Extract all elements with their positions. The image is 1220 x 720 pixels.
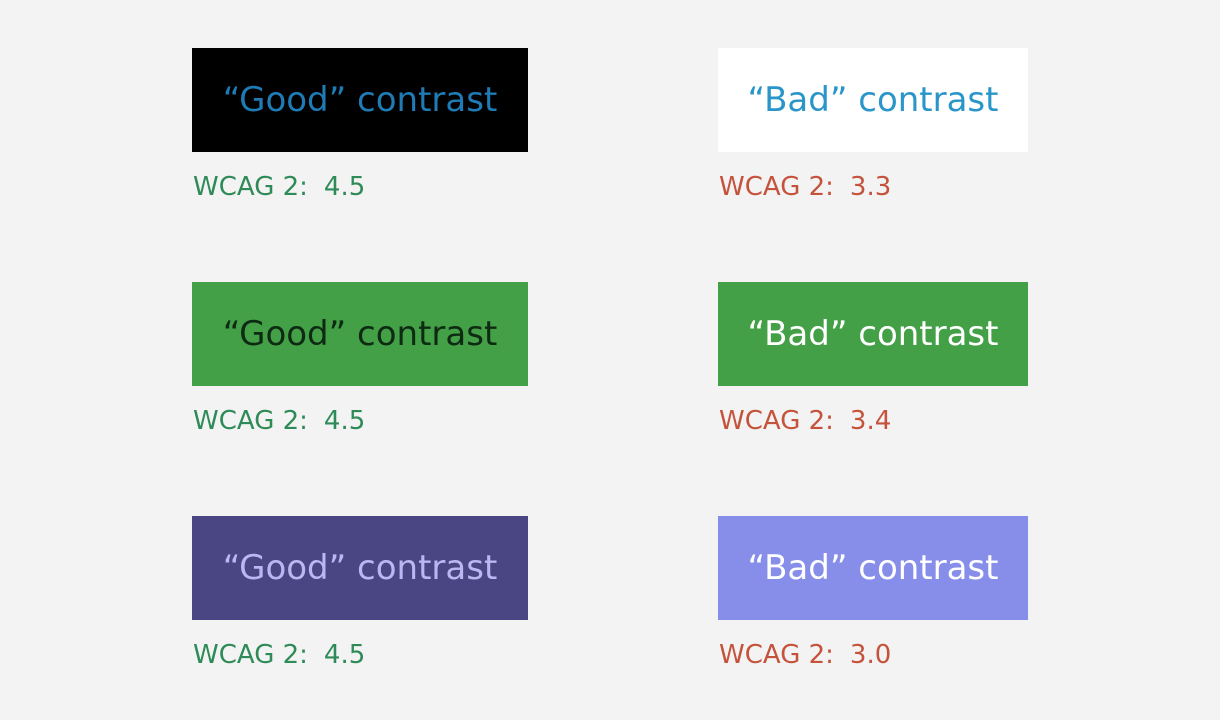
wcag-value: 3.3 [849,172,892,202]
good-contrast-swatch: “Good” contrast [192,516,528,620]
wcag-value: 3.4 [849,406,892,436]
wcag-label: WCAG 2: [719,640,834,670]
wcag-value: 3.0 [849,640,892,670]
good-wcag-score: WCAG 2: 4.5 [193,642,365,668]
bad-wcag-score: WCAG 2: 3.4 [719,408,891,434]
wcag-value: 4.5 [323,172,366,202]
good-contrast-swatch: “Good” contrast [192,282,528,386]
wcag-label: WCAG 2: [193,640,308,670]
bad-contrast-swatch: “Bad” contrast [718,48,1028,152]
wcag-label: WCAG 2: [193,172,308,202]
wcag-label: WCAG 2: [193,406,308,436]
bad-wcag-score: WCAG 2: 3.0 [719,642,891,668]
bad-wcag-score: WCAG 2: 3.3 [719,174,891,200]
bad-contrast-swatch: “Bad” contrast [718,282,1028,386]
bad-contrast-swatch: “Bad” contrast [718,516,1028,620]
good-wcag-score: WCAG 2: 4.5 [193,174,365,200]
good-contrast-swatch: “Good” contrast [192,48,528,152]
good-wcag-score: WCAG 2: 4.5 [193,408,365,434]
wcag-value: 4.5 [323,406,366,436]
wcag-label: WCAG 2: [719,406,834,436]
wcag-value: 4.5 [323,640,366,670]
wcag-label: WCAG 2: [719,172,834,202]
